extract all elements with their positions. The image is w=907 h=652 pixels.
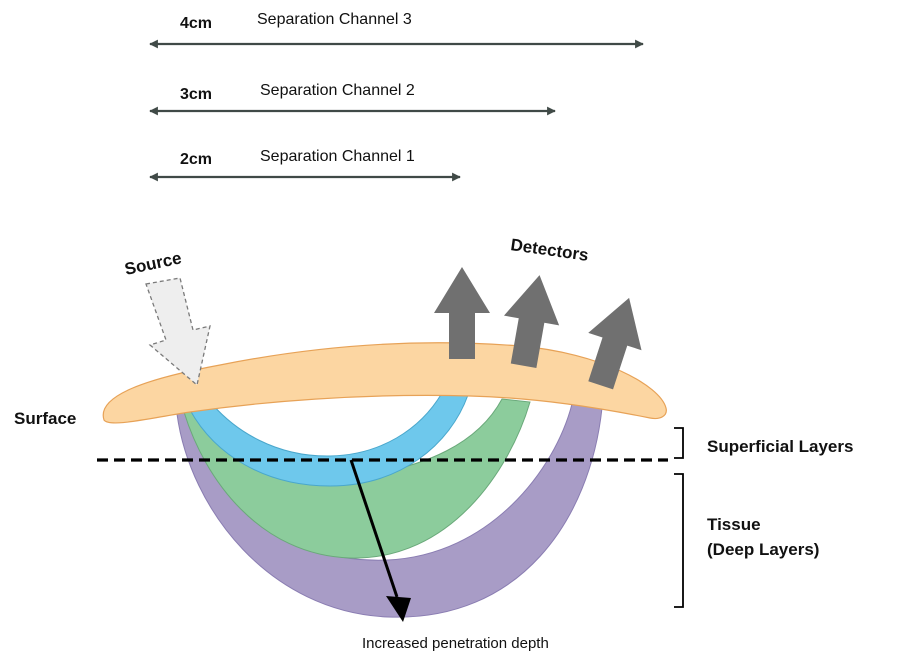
- detector-arrow-3: [588, 297, 642, 390]
- detector-arrow-1: [434, 267, 490, 359]
- superficial-bracket: [674, 427, 684, 459]
- depth-label: Increased penetration depth: [362, 635, 549, 652]
- channel-2-distance: 3cm: [180, 86, 212, 103]
- tissue-label-line1: Tissue: [707, 515, 761, 534]
- depth-arrow-shaft: [349, 459, 399, 598]
- depth-arrow-head: [386, 596, 411, 622]
- channel-1-name: Separation Channel 1: [260, 148, 415, 165]
- detectors-label: Detectors: [509, 235, 589, 265]
- channel-2-name: Separation Channel 2: [260, 82, 415, 99]
- channel-1-distance: 2cm: [180, 151, 212, 168]
- detector-arrow-2: [503, 275, 560, 369]
- surface-label: Surface: [14, 409, 76, 428]
- separation-channel-1: 2cm Separation Channel 1: [149, 148, 461, 182]
- source-arrow: [145, 277, 211, 387]
- source-label: Source: [123, 248, 183, 279]
- tissue-bracket: [674, 473, 684, 608]
- separation-channel-2: 3cm Separation Channel 2: [149, 82, 556, 116]
- separation-channel-3: 4cm Separation Channel 3: [149, 11, 644, 49]
- superficial-label: Superficial Layers: [707, 437, 853, 456]
- tissue-label-line2: (Deep Layers): [707, 540, 819, 559]
- channel-3-name: Separation Channel 3: [257, 11, 412, 28]
- channel-3-distance: 4cm: [180, 15, 212, 32]
